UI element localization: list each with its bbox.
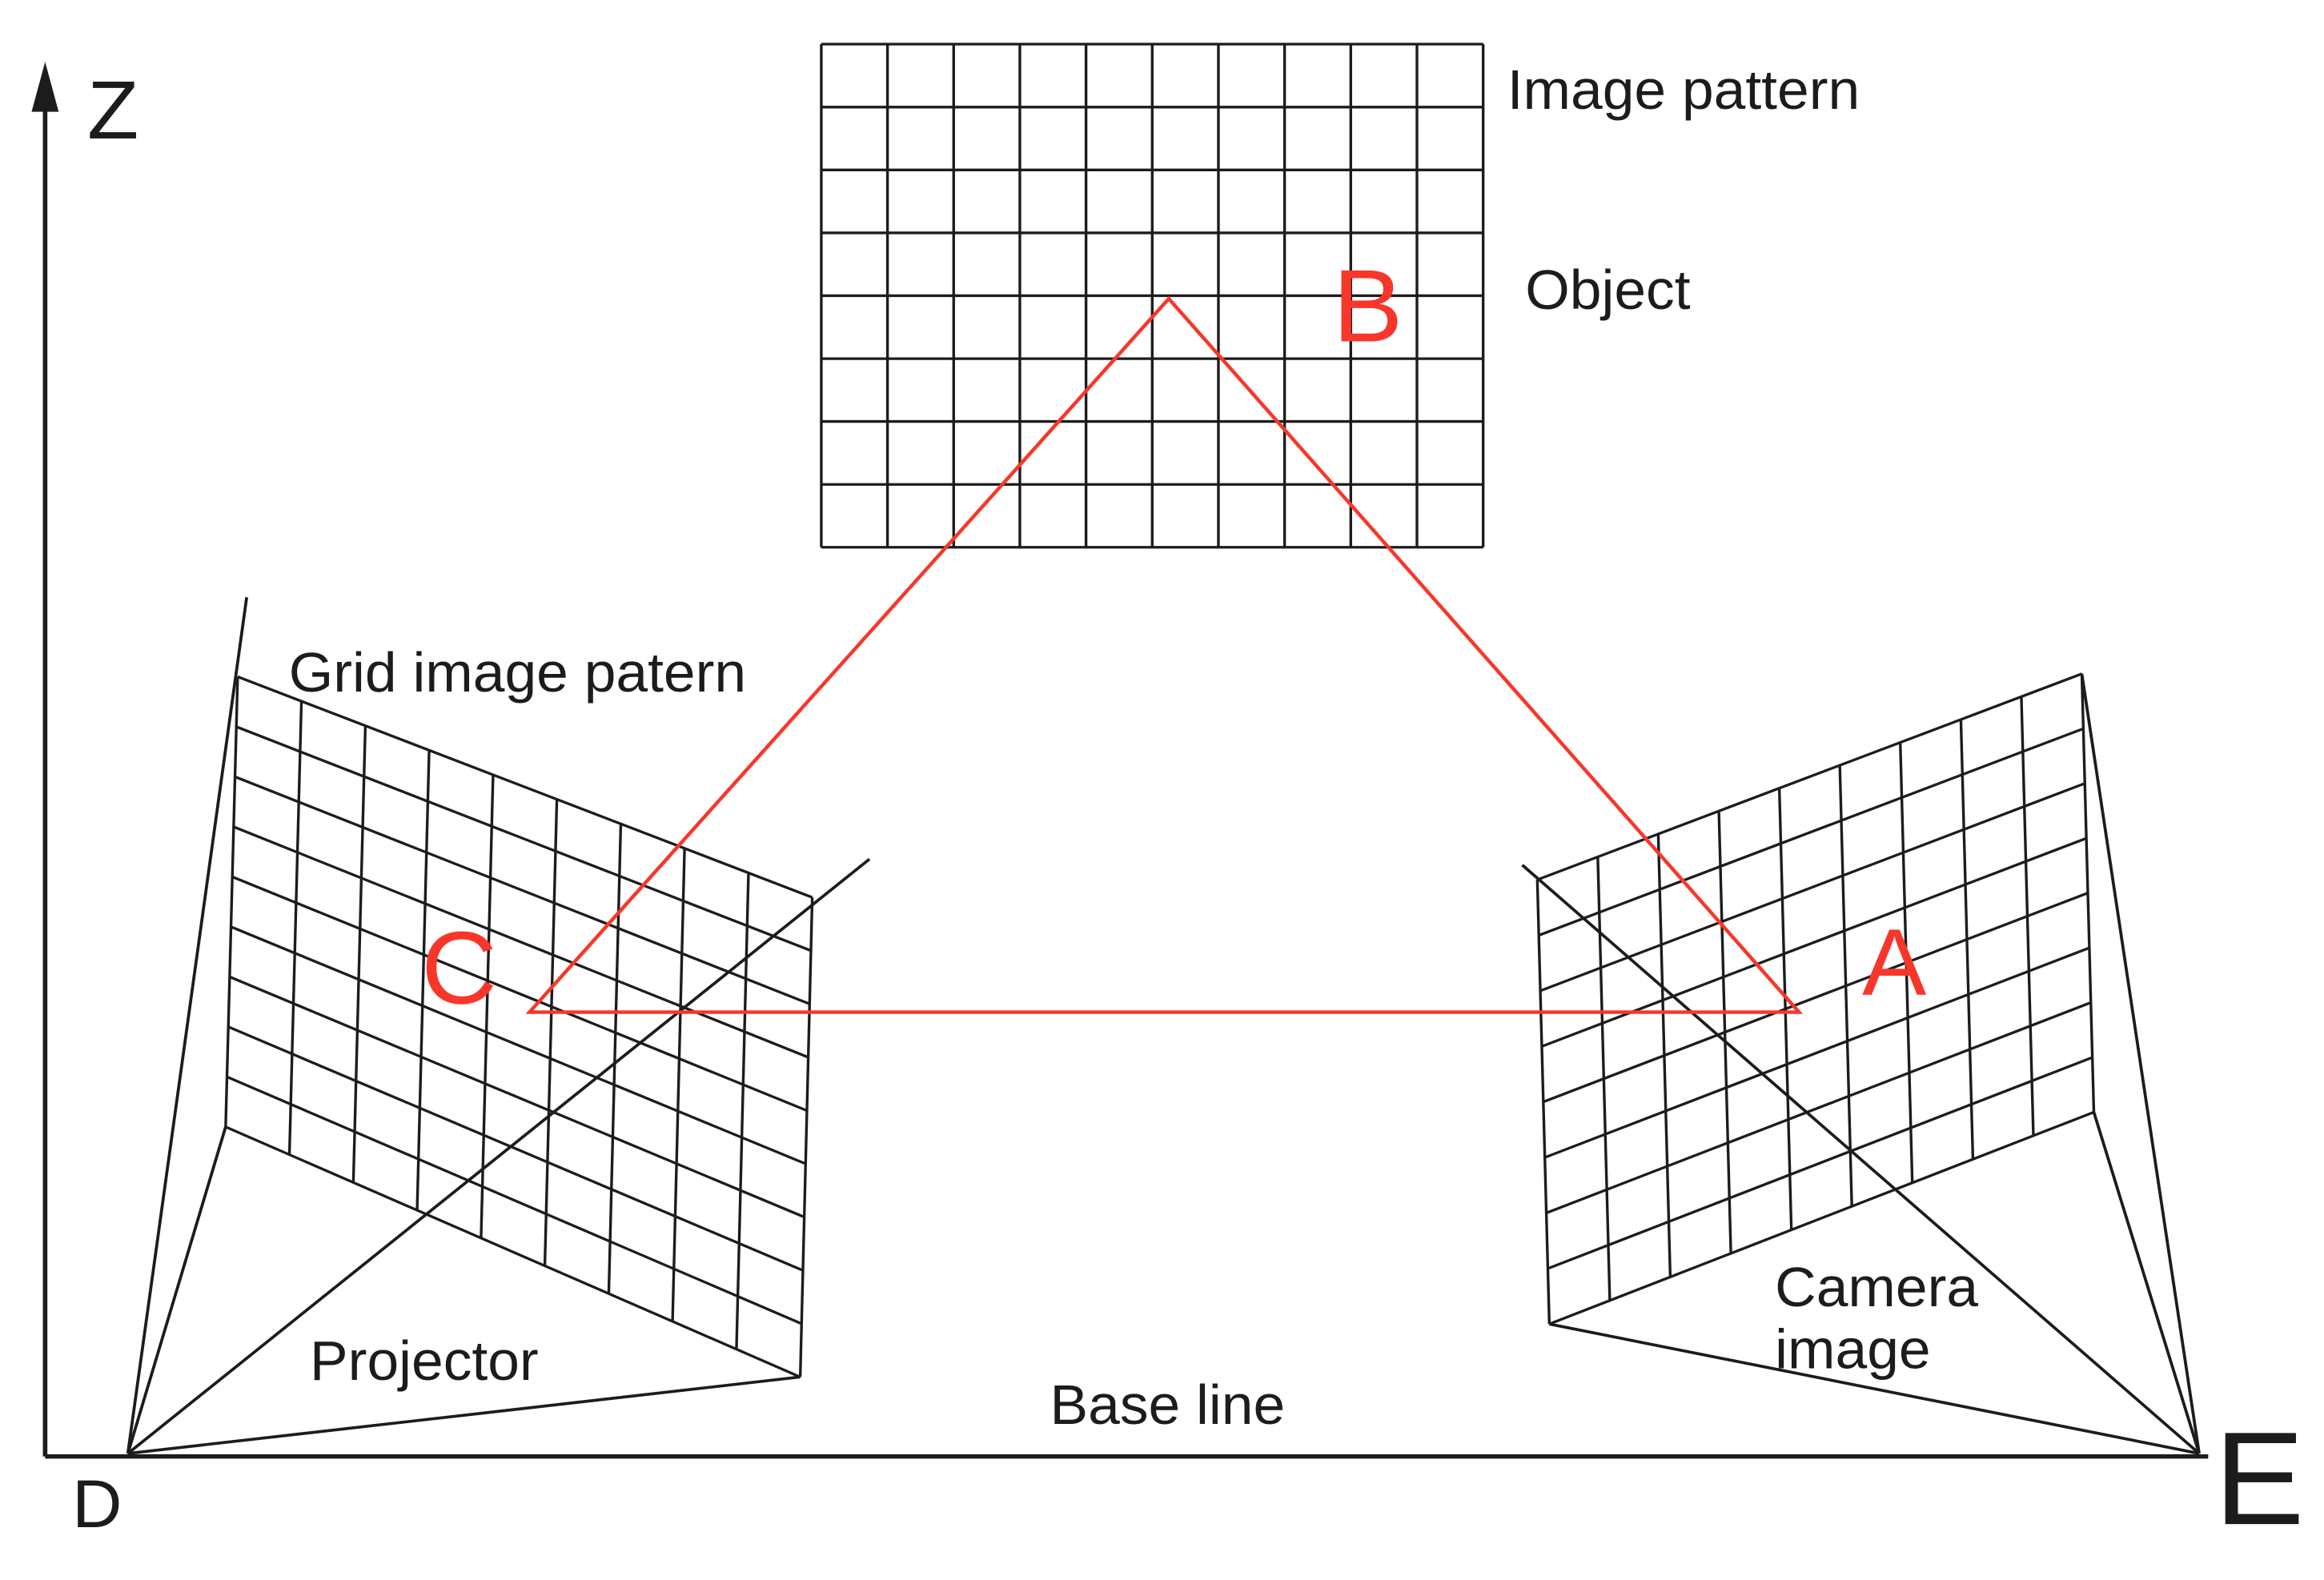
grid-image-pattern-label: Grid image patern	[289, 641, 746, 704]
camera-image-label-line1: Camera	[1775, 1256, 1979, 1318]
projector-ray-4	[127, 1375, 801, 1455]
image-pattern-label: Image pattern	[1507, 58, 1860, 121]
camera-ray-1	[2080, 673, 2201, 1454]
camera-image-grid	[1535, 672, 2096, 1325]
z-axis-arrowhead-icon	[31, 62, 59, 112]
projector-label: Projector	[310, 1329, 539, 1392]
z-axis-label: Z	[87, 65, 138, 157]
projector-grid-pattern	[224, 675, 814, 1378]
camera-ray-4	[1521, 864, 2201, 1455]
projector-ray-2	[126, 857, 871, 1455]
projector-frustum	[126, 596, 871, 1455]
projector-ray-3	[126, 1126, 227, 1454]
object-label: Object	[1525, 259, 1691, 321]
point-b-label: B	[1333, 248, 1403, 363]
base-line-label: Base line	[1050, 1373, 1286, 1436]
camera-frustum	[1521, 673, 2201, 1455]
camera-image-label-line2: image	[1775, 1317, 1930, 1380]
point-c-label: C	[421, 910, 497, 1025]
image-pattern-grid	[820, 42, 1485, 549]
point-a-label: A	[1862, 910, 1927, 1016]
projector-ray-1	[126, 596, 249, 1454]
end-label: E	[2214, 1406, 2305, 1553]
camera-ray-2	[2092, 1111, 2201, 1454]
triangulation-triangle	[525, 295, 1804, 1014]
origin-label: D	[72, 1467, 122, 1542]
axes	[31, 62, 2209, 1459]
camera-ray-3	[1548, 1322, 2200, 1455]
